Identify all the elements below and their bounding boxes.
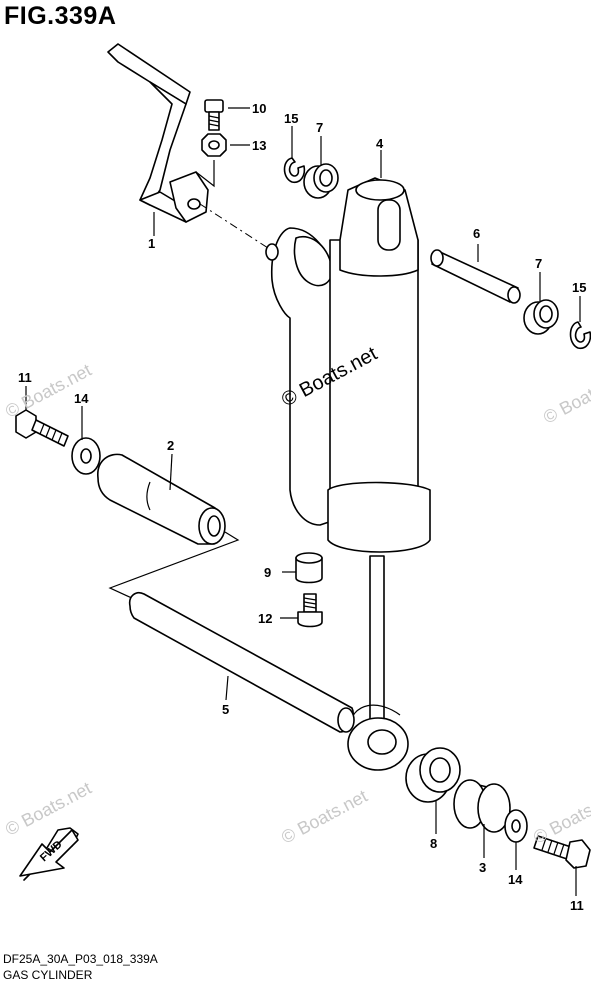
- part-10-bolt: [204, 99, 224, 131]
- part-13-leader-frame: [195, 160, 215, 188]
- part-2-grip: [97, 453, 226, 545]
- part-4-gas-cylinder: [265, 177, 431, 771]
- part-11-bolt-right: [533, 835, 591, 869]
- callout-part-3: 3: [479, 860, 486, 875]
- part-7-bushing-upper: [303, 163, 339, 199]
- part-15-circlip-upper: [283, 157, 306, 184]
- callout-part-15-upper: 15: [284, 111, 298, 126]
- part-13-nut: [201, 133, 227, 157]
- callout-part-11-left: 11: [18, 370, 32, 385]
- callout-part-4: 4: [376, 136, 384, 151]
- figure-caption: GAS CYLINDER: [3, 968, 93, 982]
- callout-part-1: 1: [148, 236, 155, 251]
- callout-part-8: 8: [430, 836, 437, 851]
- callout-part-6: 6: [473, 226, 480, 241]
- part-3-collar: [453, 779, 511, 833]
- callout-part-14-right: 14: [508, 872, 523, 887]
- part-7-bushing-right: [523, 299, 559, 335]
- part-12-screw: [297, 593, 323, 628]
- part-5-rod: [128, 591, 355, 733]
- part-14-washer-right: [504, 809, 528, 843]
- callout-part-11-right: 11: [570, 898, 584, 913]
- callout-part-12: 12: [258, 611, 272, 626]
- callout-part-13: 13: [252, 138, 266, 153]
- callout-part-2: 2: [167, 438, 174, 453]
- callout-part-5: 5: [222, 702, 229, 717]
- leader-lines: [25, 107, 581, 896]
- figure-title: FIG.339A: [4, 2, 117, 30]
- part-1-axis-line: [199, 203, 269, 249]
- part-15-circlip-right: [569, 321, 591, 350]
- callout-part-14-left: 14: [74, 391, 89, 406]
- part-9-cap: [295, 552, 323, 584]
- part-6-pin: [430, 249, 521, 304]
- part-1-bracket: [107, 43, 209, 223]
- callout-part-15-right: 15: [572, 280, 586, 295]
- part-14-washer-left: [71, 437, 101, 475]
- callout-part-7-upper: 7: [316, 120, 323, 135]
- callout-part-7-right: 7: [535, 256, 542, 271]
- part-8-bushing: [405, 747, 461, 803]
- part-2-to-part-5-leader: [108, 531, 240, 601]
- callout-part-10: 10: [252, 101, 266, 116]
- callout-part-9: 9: [264, 565, 271, 580]
- drawing-code: DF25A_30A_P03_018_339A: [3, 952, 158, 966]
- fwd-arrow-icon: FWD: [19, 827, 79, 881]
